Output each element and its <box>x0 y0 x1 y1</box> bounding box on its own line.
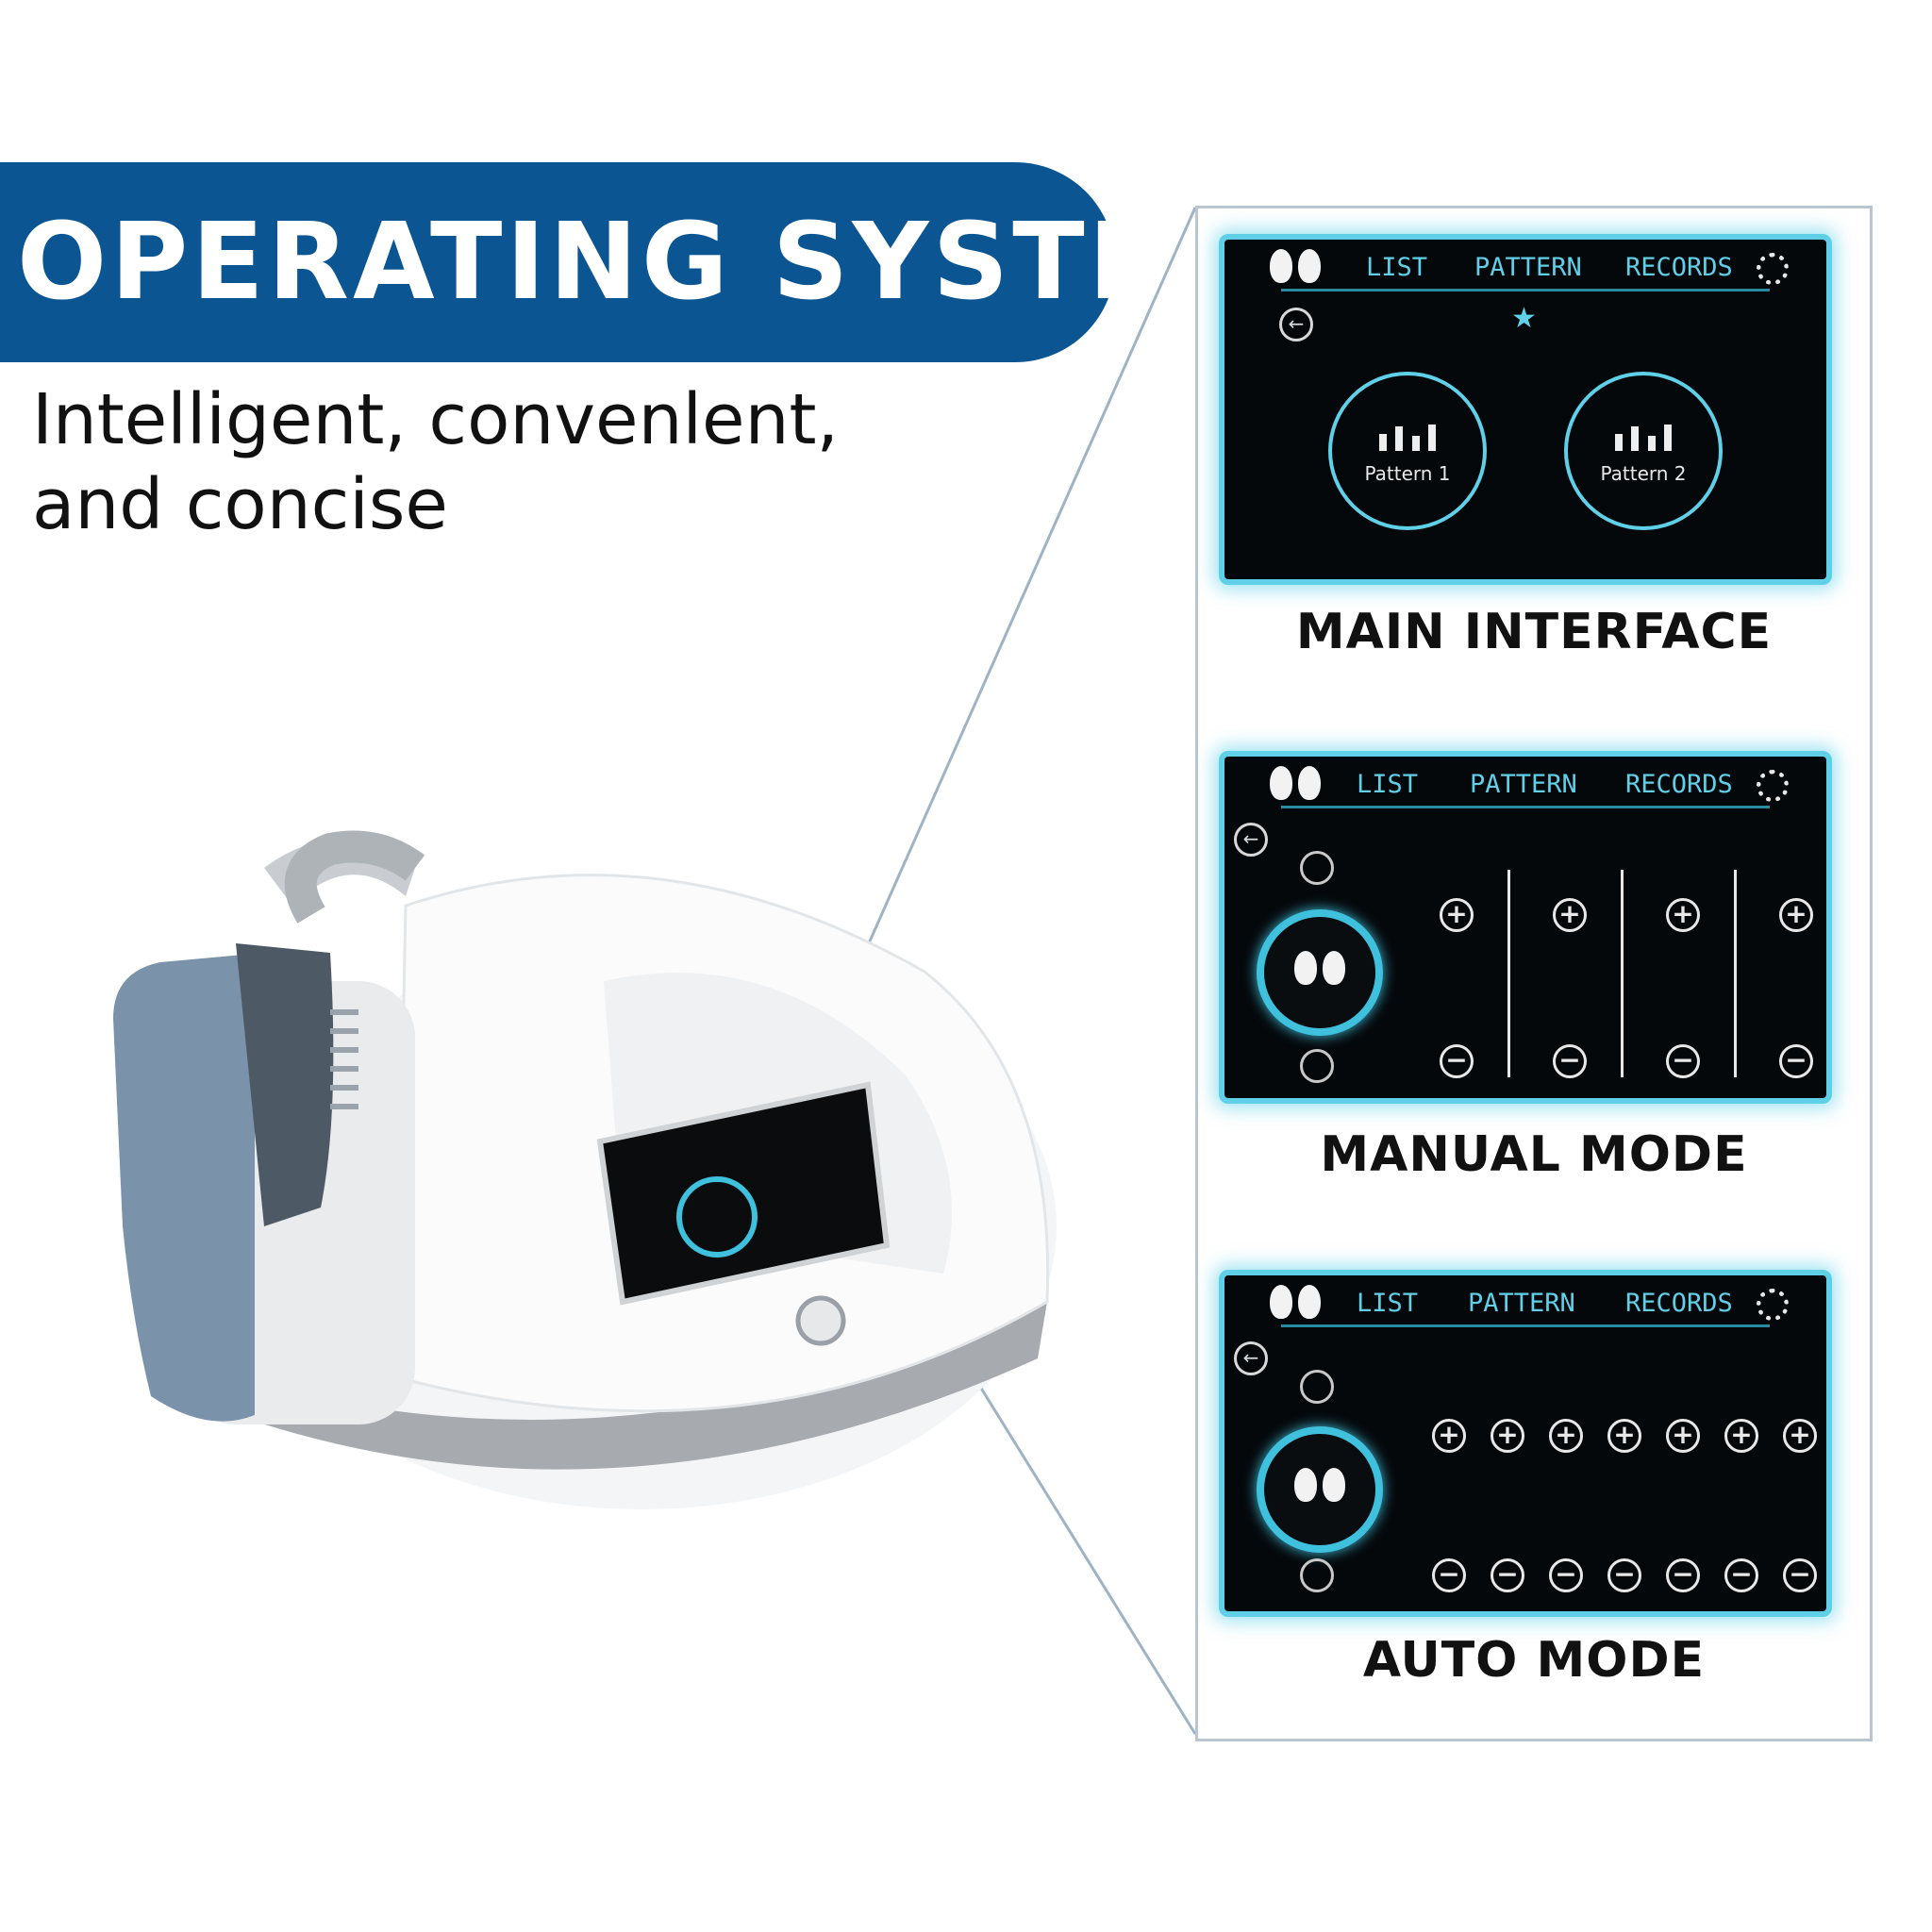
main-interface-screen: LIST PATTERN RECORDS ← ★ Pattern 1 Patte… <box>1219 234 1832 585</box>
plus-button[interactable]: + <box>1491 1419 1524 1453</box>
plus-button[interactable]: + <box>1549 1419 1583 1453</box>
start-foot-button[interactable] <box>1257 1426 1383 1553</box>
minus-button[interactable]: − <box>1440 1044 1474 1078</box>
back-arrow-icon[interactable]: ← <box>1279 308 1313 341</box>
manual-mode-screen: LIST PATTERN RECORDS ← + − + − + − + − <box>1219 751 1832 1104</box>
title-banner: OPERATING SYSTEM <box>0 162 1270 362</box>
pattern-1-button[interactable]: Pattern 1 <box>1328 372 1487 530</box>
screens-panel <box>1195 206 1873 1741</box>
pattern-2-label: Pattern 2 <box>1600 462 1687 485</box>
play-icon[interactable] <box>1300 1049 1334 1083</box>
manual-nav-bar: LIST PATTERN RECORDS <box>1224 757 1826 813</box>
back-arrow-icon[interactable]: ← <box>1234 1341 1268 1375</box>
plus-button[interactable]: + <box>1553 898 1587 932</box>
subtitle-line-2: and concise <box>32 464 448 545</box>
minus-button[interactable]: − <box>1553 1044 1587 1078</box>
minus-button[interactable]: − <box>1779 1044 1813 1078</box>
plus-button[interactable]: + <box>1783 1419 1817 1453</box>
minus-button[interactable]: − <box>1432 1558 1466 1592</box>
main-nav-bar: LIST PATTERN RECORDS <box>1224 240 1826 296</box>
feet-icon <box>1294 1468 1351 1506</box>
bars-icon <box>1379 423 1436 451</box>
plus-button[interactable]: + <box>1666 898 1700 932</box>
star-icon: ★ <box>1511 302 1537 335</box>
pattern-2-button[interactable]: Pattern 2 <box>1564 372 1723 530</box>
back-arrow-icon[interactable]: ← <box>1234 823 1268 857</box>
minus-button[interactable]: − <box>1724 1558 1758 1592</box>
plus-button[interactable]: + <box>1779 898 1813 932</box>
feet-icon <box>1294 951 1351 989</box>
gear-icon[interactable] <box>1757 1289 1789 1321</box>
subtitle: Intelligent, convenlent, and concise <box>32 377 881 547</box>
tab-records[interactable]: RECORDS <box>1625 1289 1733 1318</box>
minus-button[interactable]: − <box>1607 1558 1641 1592</box>
plus-button[interactable]: + <box>1440 898 1474 932</box>
gear-icon[interactable] <box>1757 253 1789 285</box>
minus-button[interactable]: − <box>1666 1044 1700 1078</box>
subtitle-line-1: Intelligent, convenlent, <box>32 379 840 460</box>
pattern-1-label: Pattern 1 <box>1364 462 1451 485</box>
start-foot-button[interactable] <box>1257 909 1383 1036</box>
bars-icon <box>1615 423 1672 451</box>
tab-records[interactable]: RECORDS <box>1625 253 1733 282</box>
minus-button[interactable]: − <box>1491 1558 1524 1592</box>
minus-button[interactable]: − <box>1666 1558 1700 1592</box>
play-icon[interactable] <box>1300 1558 1334 1592</box>
plus-button[interactable]: + <box>1666 1419 1700 1453</box>
device-illustration <box>113 830 1057 1509</box>
tab-pattern[interactable]: PATTERN <box>1474 253 1582 282</box>
feet-icon <box>1270 249 1326 287</box>
tab-list[interactable]: LIST <box>1366 253 1428 282</box>
plus-button[interactable]: + <box>1432 1419 1466 1453</box>
stop-icon[interactable] <box>1300 851 1334 885</box>
page-title: OPERATING SYSTEM <box>17 201 1274 324</box>
feet-icon <box>1270 766 1326 804</box>
plus-button[interactable]: + <box>1607 1419 1641 1453</box>
tab-list[interactable]: LIST <box>1357 770 1419 799</box>
minus-button[interactable]: − <box>1549 1558 1583 1592</box>
feet-icon <box>1270 1285 1326 1323</box>
auto-nav-bar: LIST PATTERN RECORDS <box>1224 1275 1826 1332</box>
tab-records[interactable]: RECORDS <box>1625 770 1733 799</box>
plus-button[interactable]: + <box>1724 1419 1758 1453</box>
auto-mode-caption: AUTO MODE <box>1362 1632 1706 1689</box>
stop-icon[interactable] <box>1300 1370 1334 1404</box>
main-interface-caption: MAIN INTERFACE <box>1295 604 1773 660</box>
auto-mode-screen: LIST PATTERN RECORDS ← + + + + + + + − −… <box>1219 1270 1832 1617</box>
tab-list[interactable]: LIST <box>1357 1289 1419 1318</box>
tab-pattern[interactable]: PATTERN <box>1468 1289 1575 1318</box>
tab-pattern[interactable]: PATTERN <box>1470 770 1577 799</box>
gear-icon[interactable] <box>1757 770 1789 802</box>
manual-mode-caption: MANUAL MODE <box>1320 1126 1748 1183</box>
minus-button[interactable]: − <box>1783 1558 1817 1592</box>
